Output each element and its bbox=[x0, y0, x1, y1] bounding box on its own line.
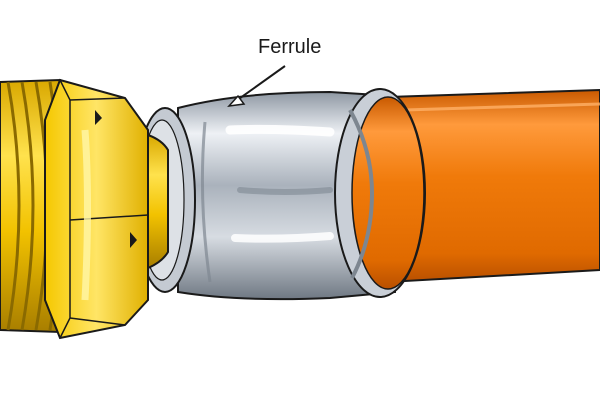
brass-nut bbox=[0, 78, 169, 340]
ferrule-label: Ferrule bbox=[258, 36, 322, 58]
callout-arrow bbox=[227, 65, 286, 108]
ferrule bbox=[134, 88, 426, 301]
